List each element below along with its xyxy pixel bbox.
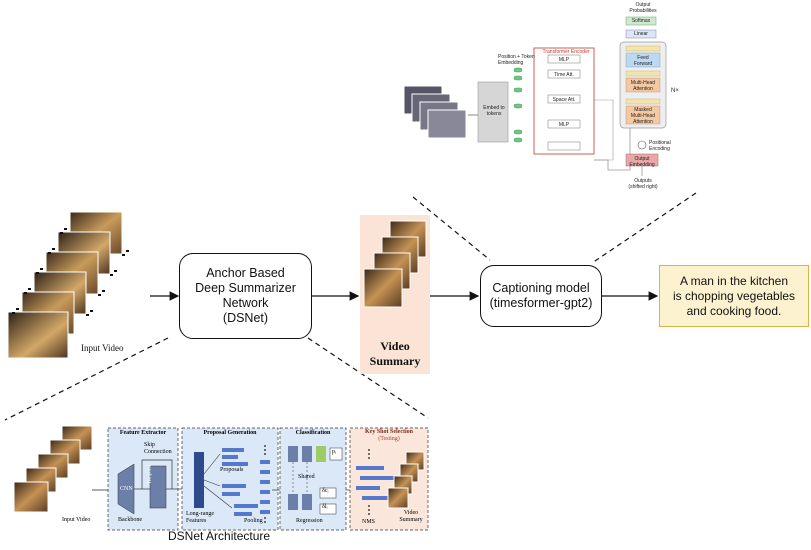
masked-attention-label: Masked Multi-Head Attention bbox=[630, 107, 656, 125]
encoder-layer-time-att: Time Att. bbox=[554, 72, 574, 78]
proposal-bars bbox=[222, 448, 270, 516]
delta-c-label: δcᵢ bbox=[322, 488, 329, 494]
long-range-features-bar bbox=[194, 452, 204, 508]
multi-head-attention-label: Multi-Head Attention bbox=[630, 80, 656, 92]
pooling-label: Pooling bbox=[244, 518, 263, 524]
dashed-zoom-left-bottom bbox=[4, 337, 169, 421]
linear-label: Linear bbox=[634, 31, 648, 37]
feed-forward-label: Feed Forward bbox=[633, 55, 653, 67]
cnn-block bbox=[117, 463, 135, 515]
temporal-label: Temporal bbox=[148, 464, 153, 484]
cnn-label: CNN bbox=[120, 486, 133, 492]
nms-label: NMS bbox=[362, 519, 376, 525]
classification-title: Classification bbox=[295, 430, 331, 436]
timesformer-diagram bbox=[403, 16, 667, 176]
embed-tokens-block bbox=[477, 81, 509, 143]
regression-label: Regression bbox=[296, 518, 323, 524]
delta-l-label: δlᵢ bbox=[322, 504, 328, 510]
input-video-label: Input Video bbox=[81, 343, 124, 353]
timesformer-video-stack bbox=[403, 85, 467, 139]
output-embedding-label: Output Embedding bbox=[629, 156, 655, 168]
video-summary-label: Video Summary bbox=[369, 339, 421, 368]
softmax-label: Softmax bbox=[631, 18, 651, 24]
dsnet-architecture-caption: DSNet Architecture bbox=[168, 529, 271, 543]
dashed-zoom-left-top bbox=[412, 196, 491, 261]
video-summary-panel: Video Summary bbox=[360, 215, 430, 374]
nms-bars bbox=[356, 466, 394, 500]
skip-connection-label: Skip Connection bbox=[144, 442, 172, 455]
proposals-label: Proposals bbox=[220, 467, 244, 473]
decoder-stack bbox=[619, 16, 667, 167]
mini-input-video bbox=[13, 425, 93, 513]
classification-layers bbox=[288, 446, 343, 462]
timesformer-inset: Position + Token Embedding Embed to toke… bbox=[398, 0, 698, 195]
dashed-zoom-right-top bbox=[591, 192, 697, 264]
outputs-label: Outputs (shifted right) bbox=[628, 178, 658, 190]
feature-extractor-title: Feature Extractor bbox=[119, 430, 167, 436]
encoder-layer-mlp-top: MLP bbox=[558, 57, 570, 63]
mini-input-video-label: Input Video bbox=[62, 517, 91, 523]
captioning-model-box: Captioning model (timesformer-gpt2) bbox=[480, 265, 602, 327]
key-shot-summary-frames bbox=[387, 451, 425, 509]
proposal-dots bbox=[264, 445, 266, 523]
nms-dots bbox=[368, 449, 370, 515]
dashed-zoom-right-bottom bbox=[307, 337, 429, 419]
long-range-features-label: Long-range Features bbox=[186, 511, 214, 524]
encoder-layer-mlp-bottom: MLP bbox=[558, 122, 570, 128]
temporal-block bbox=[149, 465, 167, 509]
dsnet-architecture-inset: Input Video Feature Extractor Skip Conne… bbox=[10, 424, 430, 536]
positional-encoding-label: Positional Encoding bbox=[649, 140, 671, 152]
testing-label: (Testing) bbox=[378, 436, 400, 442]
regression-layers bbox=[288, 487, 337, 515]
p-i-label: pᵢ bbox=[332, 449, 336, 455]
video-summary-mini-label: Video Summary bbox=[399, 510, 423, 523]
film-dots bbox=[12, 228, 129, 316]
output-caption-box: A man in the kitchen is chopping vegetab… bbox=[659, 265, 809, 327]
key-shot-selection-title: Key Shot Selection bbox=[365, 429, 413, 435]
video-frames bbox=[7, 211, 123, 359]
embed-tokens-label: Embed to tokens bbox=[483, 105, 505, 117]
pos-embedding-label: Position + Token Embedding bbox=[498, 54, 535, 66]
input-video-stack bbox=[7, 210, 148, 360]
proposal-generation-title: Proposal Generation bbox=[203, 430, 257, 436]
backbone-label: Backbone bbox=[118, 517, 142, 523]
shared-label: Shared bbox=[298, 474, 315, 480]
encoder-title: Transformer Encoder bbox=[542, 49, 590, 55]
token-nodes bbox=[513, 67, 523, 143]
encoder-layer-space-att: Space Att. bbox=[552, 97, 576, 103]
nx-label: N× bbox=[671, 88, 679, 94]
dsnet-box: Anchor Based Deep Summarizer Network (DS… bbox=[179, 253, 312, 339]
summary-frames bbox=[363, 220, 427, 308]
output-probabilities-label: Output Probabilities bbox=[629, 2, 657, 14]
encoder-layers bbox=[547, 54, 581, 151]
